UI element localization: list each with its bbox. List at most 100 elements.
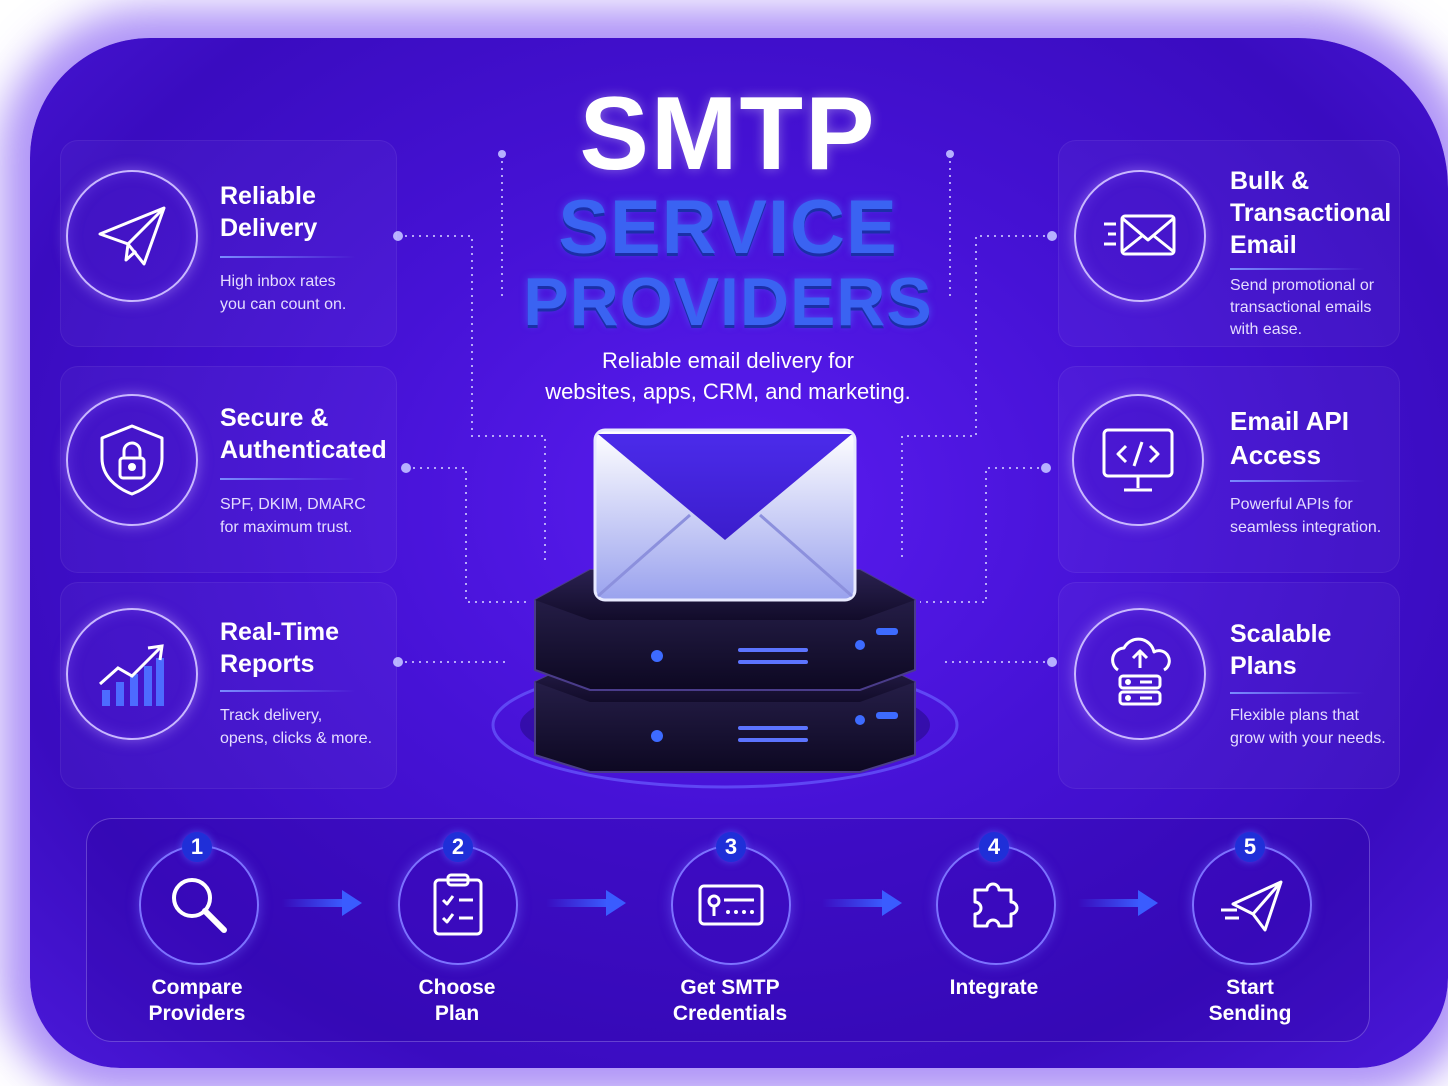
- step-number-5: 5: [1235, 832, 1265, 862]
- feature-desc-line: grow with your needs.: [1230, 730, 1386, 747]
- step-number-4: 4: [979, 832, 1009, 862]
- feature-title-line: Transactional: [1230, 199, 1392, 227]
- step-label-line: Start: [1226, 976, 1274, 999]
- step-icon-ring-3: [671, 845, 791, 965]
- feature-title-reports: Real-Time Reports: [220, 616, 400, 680]
- step-label-line: Get SMTP: [680, 976, 780, 999]
- step-label-line: Credentials: [672, 1002, 788, 1025]
- feature-title-line: Secure &: [220, 404, 329, 432]
- step-label-line: Compare: [151, 976, 243, 999]
- bar-chart-icon: [99, 644, 164, 706]
- feature-title-line: Access: [1230, 440, 1322, 470]
- feature-title-line: Email: [1230, 231, 1297, 259]
- feature-card-scalable: [1058, 582, 1400, 789]
- feature-card-secure: [60, 366, 397, 573]
- subtitle-line-1: Reliable email delivery for: [602, 348, 854, 373]
- feature-divider: [220, 690, 355, 692]
- magnifier-icon: [172, 878, 227, 933]
- feature-divider: [220, 478, 355, 480]
- clipboard-checklist-icon: [433, 873, 483, 936]
- feature-desc-line: transactional emails: [1230, 299, 1372, 316]
- step-arrow-icon: [546, 890, 626, 916]
- feature-title-line: Plans: [1230, 652, 1297, 680]
- step-label-3: Get SMTP Credentials: [640, 975, 820, 1027]
- step-label-1: Compare Providers: [107, 975, 287, 1027]
- feature-icon-ring-reports: [66, 608, 198, 740]
- title-service: SERVICE: [558, 185, 898, 270]
- feature-desc-line: seamless integration.: [1230, 519, 1382, 536]
- feature-title-line: Delivery: [220, 214, 318, 242]
- feature-desc-reliable: High inbox rates you can count on.: [220, 270, 405, 316]
- feature-desc-line: for maximum trust.: [220, 519, 353, 536]
- feature-divider: [1230, 268, 1365, 270]
- feature-desc-line: opens, clicks & more.: [220, 730, 373, 747]
- feature-desc-line: you can count on.: [220, 296, 347, 313]
- feature-title-line: Reports: [220, 650, 315, 678]
- feature-title-line: Bulk &: [1230, 167, 1310, 195]
- envelope-server-illustration: [491, 428, 959, 789]
- step-number-1: 1: [182, 832, 212, 862]
- feature-title-line: Email API: [1230, 406, 1349, 436]
- feature-title-api: Email API Access: [1230, 404, 1400, 472]
- step-label-line: Plan: [434, 1002, 480, 1025]
- feature-desc-api: Powerful APIs for seamless integration.: [1230, 493, 1405, 539]
- feature-desc-reports: Track delivery, opens, clicks & more.: [220, 704, 405, 750]
- feature-divider: [1230, 692, 1365, 694]
- feature-icon-ring-scalable: [1074, 608, 1206, 740]
- feature-title-reliable: Reliable Delivery: [220, 180, 400, 244]
- feature-desc-bulk: Send promotional or transactional emails…: [1230, 275, 1405, 341]
- feature-title-line: Authenticated: [220, 436, 387, 464]
- feature-title-scalable: Scalable Plans: [1230, 618, 1400, 682]
- step-label-4: Integrate: [904, 975, 1084, 1001]
- step-label-line: Integrate: [949, 976, 1039, 999]
- step-number-2: 2: [443, 832, 473, 862]
- feature-title-secure: Secure & Authenticated: [220, 402, 400, 466]
- feature-icon-ring-reliable: [66, 170, 198, 302]
- feature-divider: [1230, 480, 1365, 482]
- feature-desc-line: High inbox rates: [220, 273, 336, 290]
- send-plane-icon: [1221, 880, 1283, 932]
- feature-desc-line: Powerful APIs for: [1230, 496, 1353, 513]
- feature-desc-line: with ease.: [1230, 321, 1303, 338]
- feature-desc-secure: SPF, DKIM, DMARC for maximum trust.: [220, 493, 405, 539]
- subtitle: Reliable email delivery for websites, ap…: [500, 345, 956, 407]
- step-label-5: Start Sending: [1160, 975, 1340, 1027]
- step-arrow-icon: [282, 890, 362, 916]
- feature-title-line: Real-Time: [220, 618, 340, 646]
- envelope-icon: [1104, 214, 1176, 256]
- step-icon-ring-1: [139, 845, 259, 965]
- step-icon-ring-2: [398, 845, 518, 965]
- feature-title-line: Reliable: [220, 182, 316, 210]
- feature-desc-line: Send promotional or: [1230, 277, 1375, 294]
- feature-icon-ring-bulk: [1074, 170, 1206, 302]
- step-label-line: Sending: [1208, 1002, 1292, 1025]
- feature-icon-ring-secure: [66, 394, 198, 526]
- step-icon-ring-5: [1192, 845, 1312, 965]
- feature-icon-ring-api: [1072, 394, 1204, 526]
- shield-lock-icon: [100, 424, 164, 496]
- cloud-server-icon: [1111, 637, 1171, 706]
- puzzle-icon: [973, 882, 1019, 928]
- subtitle-line-2: websites, apps, CRM, and marketing.: [545, 379, 911, 404]
- feature-desc-line: Track delivery,: [220, 707, 323, 724]
- step-label-line: Choose: [418, 976, 496, 999]
- feature-card-reports: [60, 582, 397, 789]
- step-number-3: 3: [716, 832, 746, 862]
- credentials-card-icon: [698, 884, 764, 926]
- paper-plane-icon: [98, 206, 166, 266]
- feature-desc-scalable: Flexible plans that grow with your needs…: [1230, 704, 1405, 750]
- step-arrow-icon: [822, 890, 902, 916]
- feature-desc-line: Flexible plans that: [1230, 707, 1359, 724]
- step-label-2: Choose Plan: [367, 975, 547, 1027]
- title-providers: PROVIDERS: [523, 264, 933, 340]
- feature-desc-line: SPF, DKIM, DMARC: [220, 496, 366, 513]
- step-arrow-icon: [1078, 890, 1158, 916]
- title-smtp: SMTP: [579, 76, 877, 192]
- feature-card-bulk: [1058, 140, 1400, 347]
- feature-card-reliable-delivery: [60, 140, 397, 347]
- feature-divider: [220, 256, 355, 258]
- feature-title-bulk: Bulk & Transactional Email: [1230, 165, 1400, 261]
- feature-title-line: Scalable: [1230, 620, 1332, 648]
- step-icon-ring-4: [936, 845, 1056, 965]
- step-label-line: Providers: [148, 1002, 246, 1025]
